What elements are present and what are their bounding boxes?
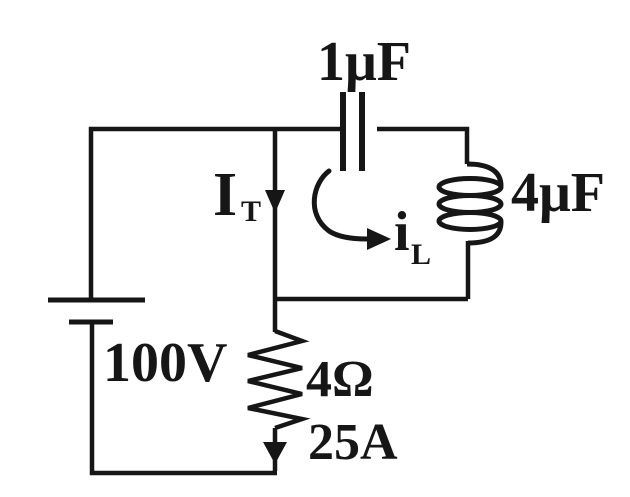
inductor-current-symbol: i xyxy=(394,201,410,263)
inductor-current-arrowhead xyxy=(367,228,391,250)
total-current-arrowhead xyxy=(265,190,285,213)
resistor-current-arrowhead xyxy=(263,442,287,464)
wire-left-bottom-rail xyxy=(89,322,277,476)
voltage-source-label: 100V xyxy=(103,332,227,394)
capacitor-label: 1μF xyxy=(317,31,411,93)
inductor-current-arrow-curve xyxy=(311,168,370,242)
resistor-label: 4Ω xyxy=(306,351,374,408)
total-current-symbol: I xyxy=(213,161,237,229)
inductor-current-subscript: L xyxy=(411,238,431,271)
resistor-current-label: 25A xyxy=(308,414,398,471)
resistor-symbol xyxy=(247,328,311,431)
inductor-loop-2 xyxy=(436,193,504,215)
inductor-loop-3 xyxy=(436,210,504,232)
inductor-label: 4μF xyxy=(511,162,605,224)
wire-cap-to-coil xyxy=(377,126,470,164)
wire-top-and-left xyxy=(88,126,341,298)
inductor-loop-1 xyxy=(436,176,504,198)
inductor-bottom-hook xyxy=(467,221,504,246)
total-current-subscript: T xyxy=(241,195,261,228)
